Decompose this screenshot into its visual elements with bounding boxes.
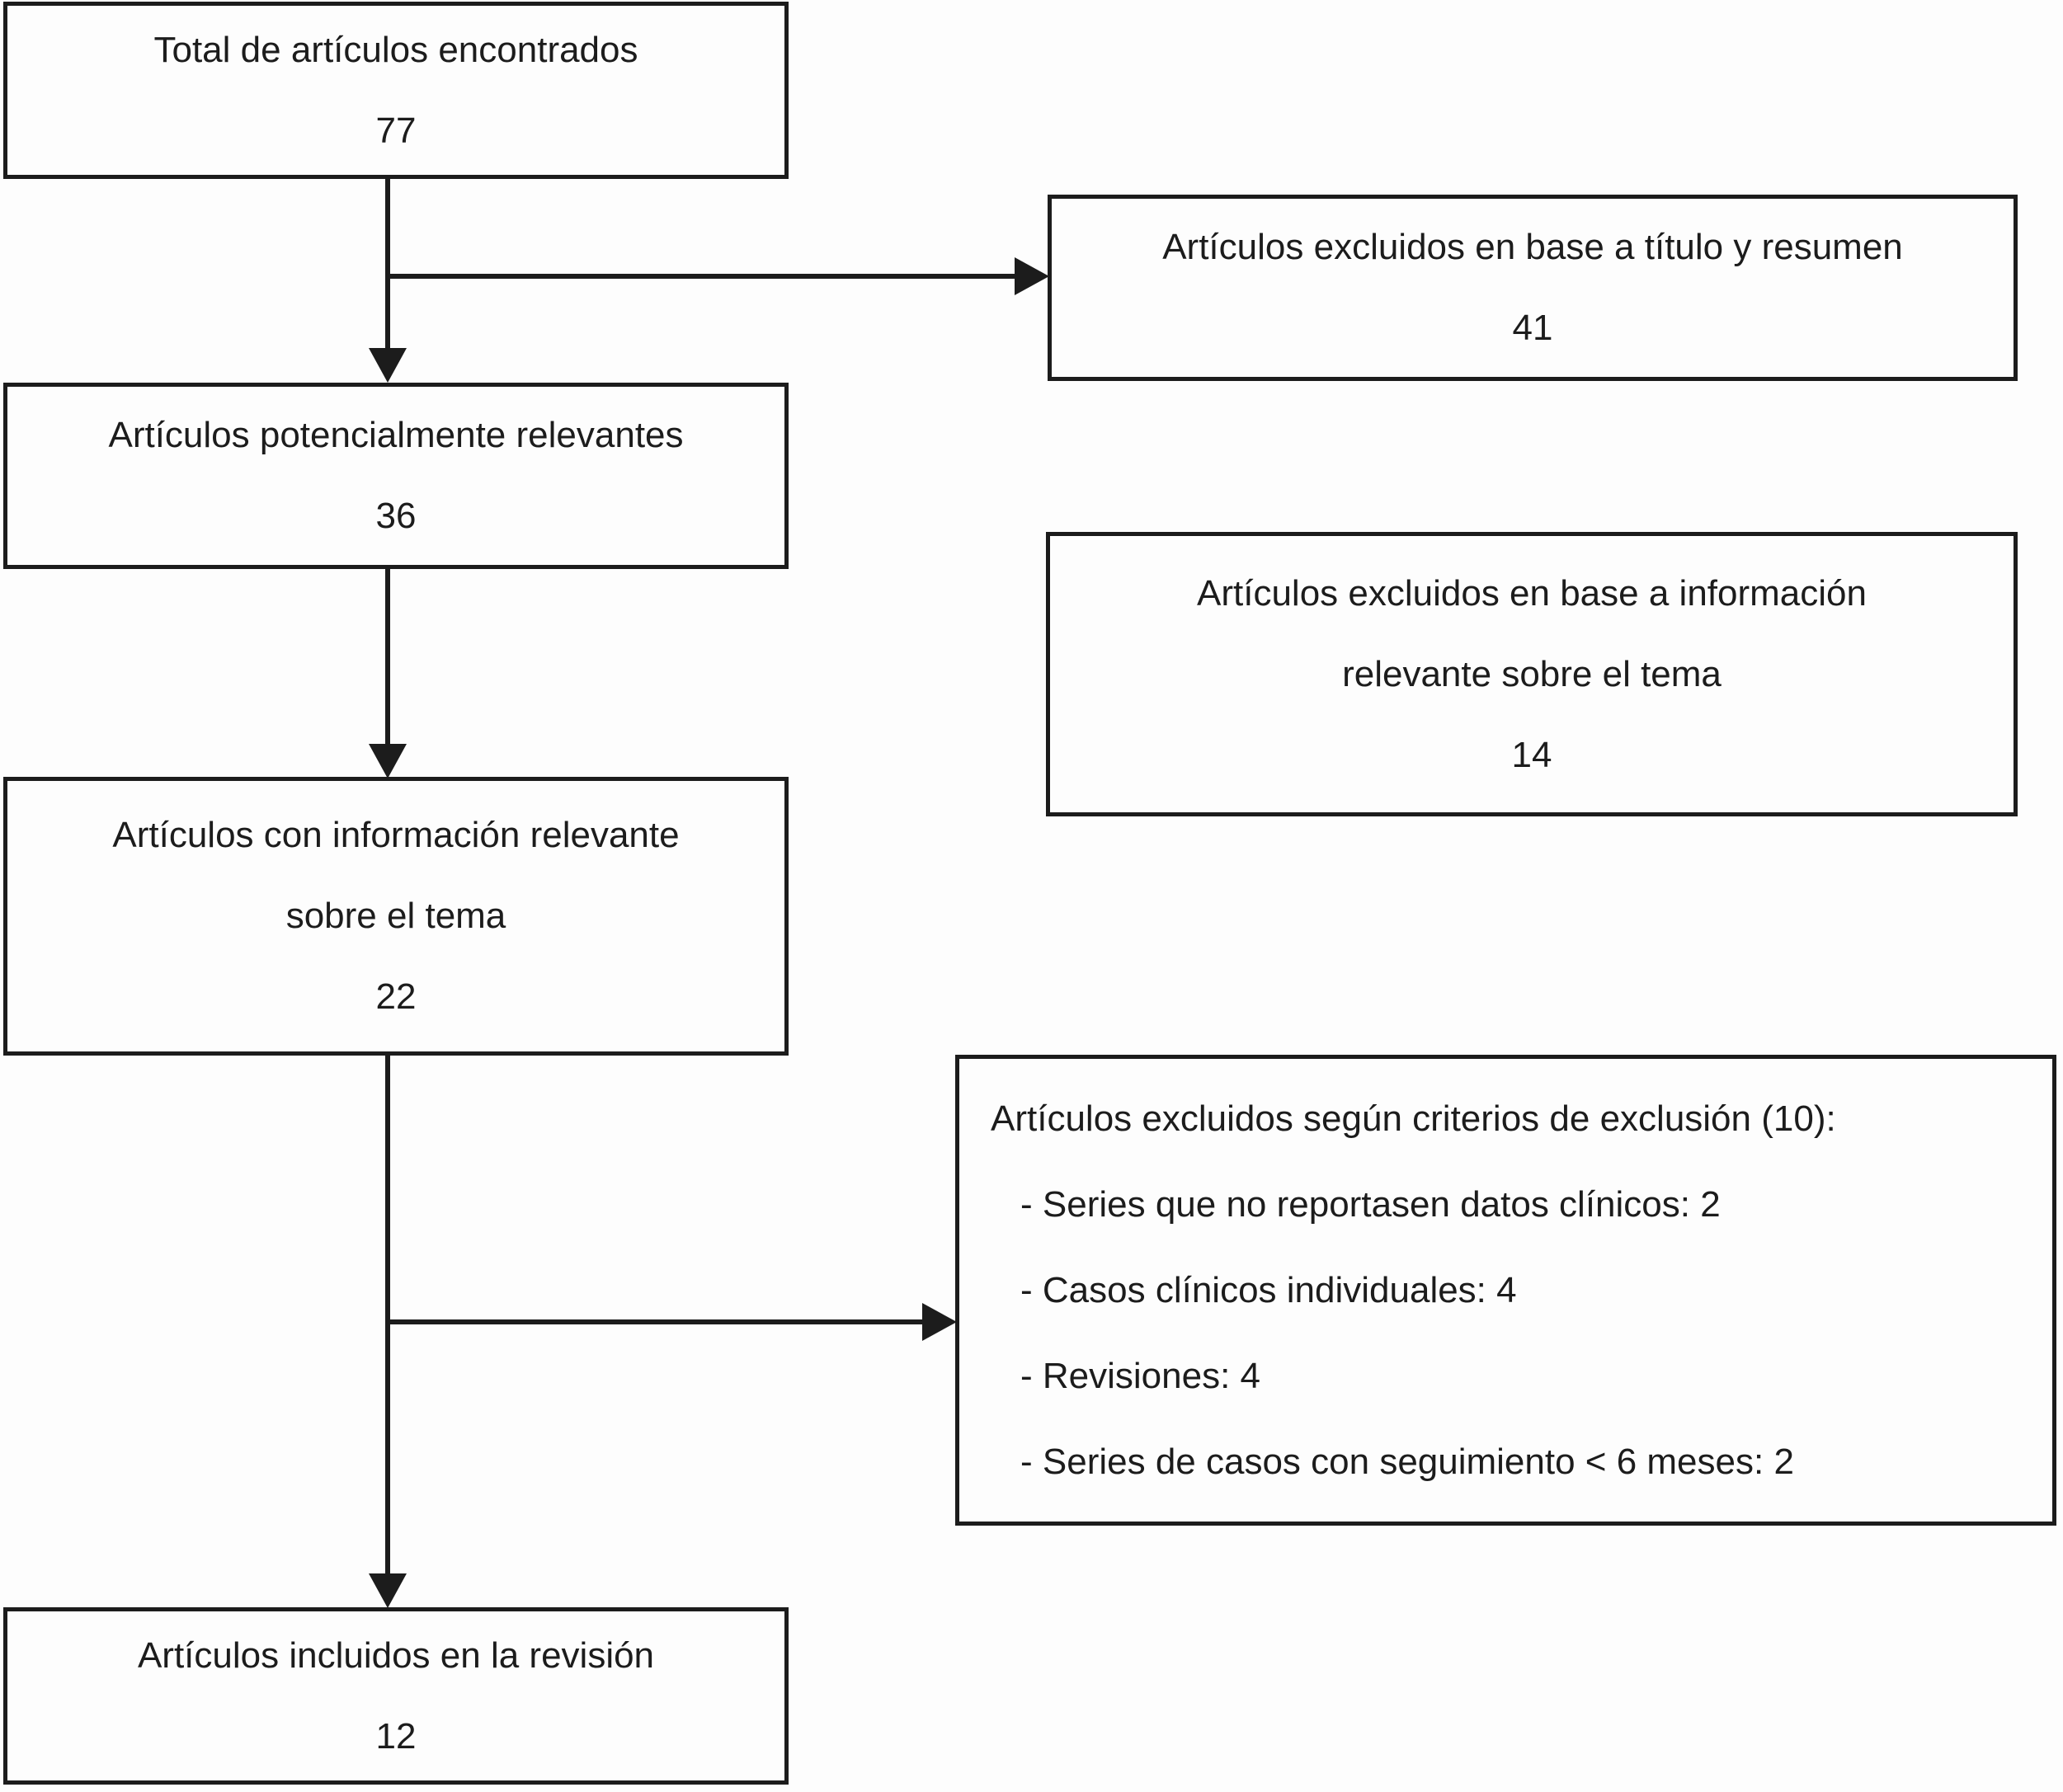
connector-relevant-to-info-line xyxy=(385,567,390,747)
box-excluded-title-abstract: Artículos excluidos en base a título y r… xyxy=(1048,195,2018,381)
included-review-label: Artículos incluidos en la revisión xyxy=(137,1634,655,1676)
exclusion-criteria-item: - Revisiones: 4 xyxy=(1020,1355,1261,1396)
box-exclusion-criteria: Artículos excluidos según criterios de e… xyxy=(955,1055,2056,1526)
relevant-info-count: 22 xyxy=(375,976,417,1017)
arrowhead-down-icon xyxy=(369,744,407,778)
included-review-count: 12 xyxy=(375,1715,417,1757)
box-relevant-info: Artículos con información relevante sobr… xyxy=(3,777,789,1056)
arrowhead-down-icon xyxy=(369,348,407,383)
total-found-label: Total de artículos encontrados xyxy=(153,29,638,70)
arrowhead-right-icon xyxy=(922,1303,957,1341)
box-excluded-no-relevant-info: Artículos excluidos en base a informació… xyxy=(1046,532,2018,816)
excluded-title-abstract-count: 41 xyxy=(1512,308,1553,348)
excluded-no-relevant-info-count: 14 xyxy=(1511,734,1552,775)
connector-info-to-included-line xyxy=(385,1054,390,1577)
box-included-review: Artículos incluidos en la revisión 12 xyxy=(3,1607,789,1785)
connector-found-to-relevant-line xyxy=(385,178,390,351)
exclusion-criteria-item: - Series que no reportasen datos clínico… xyxy=(1020,1183,1721,1225)
box-potentially-relevant: Artículos potencialmente relevantes 36 xyxy=(3,383,789,569)
arrowhead-down-icon xyxy=(369,1573,407,1608)
total-found-count: 77 xyxy=(375,110,417,151)
exclusion-criteria-item: - Series de casos con seguimiento < 6 me… xyxy=(1020,1441,1794,1482)
exclusion-criteria-item: - Casos clínicos individuales: 4 xyxy=(1020,1269,1517,1310)
exclusion-criteria-title: Artículos excluidos según criterios de e… xyxy=(991,1098,1836,1139)
arrowhead-right-icon xyxy=(1015,257,1049,295)
relevant-info-label-line1: Artículos con información relevante xyxy=(112,815,680,855)
branch-to-exclusion-criteria-line xyxy=(388,1319,924,1324)
branch-to-excluded-title-line xyxy=(388,274,1016,279)
box-total-found: Total de artículos encontrados 77 xyxy=(3,2,789,179)
potentially-relevant-count: 36 xyxy=(375,496,417,536)
excluded-title-abstract-label: Artículos excluidos en base a título y r… xyxy=(1162,227,1903,267)
relevant-info-label-line2: sobre el tema xyxy=(285,896,506,936)
potentially-relevant-label: Artículos potencialmente relevantes xyxy=(108,415,684,455)
excluded-no-relevant-info-label-line1: Artículos excluidos en base a informació… xyxy=(1197,572,1867,614)
excluded-no-relevant-info-label-line2: relevante sobre el tema xyxy=(1342,653,1722,694)
